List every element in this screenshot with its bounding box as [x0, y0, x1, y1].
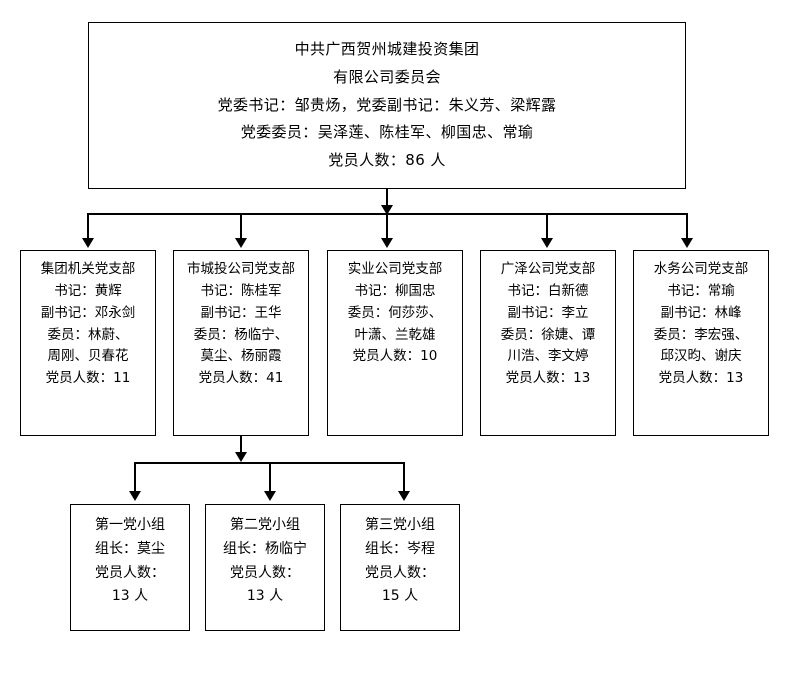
root-line-member-count: 党员人数：86 人 [328, 151, 446, 170]
branch-2-secretary: 书记：柳国忠 [354, 282, 436, 299]
connector-branch-arrow-2 [381, 238, 393, 248]
connector-group-stem [240, 436, 242, 460]
branch-4-deputy: 副书记：林峰 [660, 304, 742, 321]
branch-4-secretary: 书记：常瑜 [667, 282, 735, 299]
branch-0-deputy: 副书记：邓永剑 [40, 304, 136, 321]
connector-branch-arrow-3 [541, 238, 553, 248]
branch-3-members-a: 委员：徐婕、谭 [500, 326, 596, 343]
connector-group-drop-0 [134, 462, 136, 492]
group-1-leader: 组长：杨临宁 [223, 540, 307, 557]
branch-1-deputy: 副书记：王华 [200, 304, 282, 321]
branch-0-members-a: 委员：林蔚、 [47, 326, 129, 343]
group-0-count-value: 13 人 [111, 588, 149, 605]
branch-2-members-a: 委员：何莎莎、 [347, 304, 443, 321]
connector-branch-drop-3 [546, 213, 548, 240]
connector-group-arrow-2 [398, 491, 410, 501]
group-1-count-label: 党员人数： [230, 564, 300, 581]
group-2-count-value: 15 人 [381, 588, 419, 605]
branch-3-title: 广泽公司党支部 [500, 261, 596, 277]
branch-3-member-count: 党员人数：13 [505, 370, 591, 387]
connector-group-drop-2 [403, 462, 405, 492]
group-0-leader: 组长：莫尘 [95, 540, 165, 557]
connector-branch-drop-1 [240, 213, 242, 240]
connector-group-drop-1 [269, 462, 271, 492]
connector-group-arrow-0 [129, 491, 141, 501]
branch-3-secretary: 书记：白新德 [507, 282, 589, 299]
branch-1-members-b: 莫尘、杨丽霞 [200, 348, 282, 365]
branch-2-member-count: 党员人数：10 [352, 348, 438, 365]
group-2-title: 第三党小组 [365, 517, 435, 533]
branch-box-guangze[interactable]: 广泽公司党支部 书记：白新德 副书记：李立 委员：徐婕、谭 川浩、李文婷 党员人… [480, 250, 616, 436]
connector-branch-arrow-4 [681, 238, 693, 248]
branch-3-deputy: 副书记：李立 [507, 304, 589, 321]
branch-1-title: 市城投公司党支部 [187, 261, 295, 277]
branch-box-city-investment[interactable]: 市城投公司党支部 书记：陈桂军 副书记：王华 委员：杨临宁、 莫尘、杨丽霞 党员… [173, 250, 309, 436]
group-1-title: 第二党小组 [230, 517, 300, 533]
group-0-count-label: 党员人数： [95, 564, 165, 581]
branch-4-members-b: 邱汉昀、谢庆 [660, 348, 742, 365]
root-line-2: 有限公司委员会 [333, 67, 441, 86]
connector-branch-drop-0 [87, 213, 89, 240]
root-line-secretaries: 党委书记：邹贵炀，党委副书记：朱义芳、梁辉露 [217, 95, 557, 114]
branch-0-title: 集团机关党支部 [40, 261, 136, 277]
root-party-committee-box[interactable]: 中共广西贺州城建投资集团 有限公司委员会 党委书记：邹贵炀，党委副书记：朱义芳、… [88, 22, 686, 189]
branch-box-group-headquarters[interactable]: 集团机关党支部 书记：黄辉 副书记：邓永剑 委员：林蔚、 周刚、贝春花 党员人数… [20, 250, 156, 436]
branch-4-member-count: 党员人数：13 [658, 370, 744, 387]
connector-group-stem-arrow [235, 452, 247, 462]
branch-0-members-b: 周刚、贝春花 [47, 348, 129, 365]
connector-branch-drop-4 [686, 213, 688, 240]
branch-4-members-a: 委员：李宏强、 [653, 326, 749, 343]
group-2-count-label: 党员人数： [365, 564, 435, 581]
branch-4-title: 水务公司党支部 [653, 261, 749, 277]
root-line-members: 党委委员：吴泽莲、陈桂军、柳国忠、常瑜 [240, 123, 534, 142]
branch-box-water-affairs[interactable]: 水务公司党支部 书记：常瑜 副书记：林峰 委员：李宏强、 邱汉昀、谢庆 党员人数… [633, 250, 769, 436]
branch-box-industrial[interactable]: 实业公司党支部 书记：柳国忠 委员：何莎莎、 叶潇、兰乾雄 党员人数：10 [327, 250, 463, 436]
party-group-box-first[interactable]: 第一党小组 组长：莫尘 党员人数： 13 人 [70, 504, 190, 631]
branch-0-secretary: 书记：黄辉 [54, 282, 122, 299]
root-line-1: 中共广西贺州城建投资集团 [294, 40, 480, 59]
branch-0-member-count: 党员人数：11 [45, 370, 131, 387]
connector-root-stem [386, 189, 388, 213]
branch-1-members-a: 委员：杨临宁、 [193, 326, 289, 343]
branch-2-title: 实业公司党支部 [347, 261, 443, 277]
branch-2-members-b: 叶潇、兰乾雄 [354, 326, 436, 343]
branch-1-secretary: 书记：陈桂军 [200, 282, 282, 299]
connector-group-arrow-1 [264, 491, 276, 501]
branch-1-member-count: 党员人数：41 [198, 370, 284, 387]
party-group-box-second[interactable]: 第二党小组 组长：杨临宁 党员人数： 13 人 [205, 504, 325, 631]
branch-3-members-b: 川浩、李文婷 [507, 348, 589, 365]
connector-root-stem-arrow [381, 205, 393, 215]
group-0-title: 第一党小组 [95, 517, 165, 533]
group-1-count-value: 13 人 [246, 588, 284, 605]
connector-branch-drop-2 [386, 213, 388, 240]
party-group-box-third[interactable]: 第三党小组 组长：岑程 党员人数： 15 人 [340, 504, 460, 631]
connector-branch-arrow-1 [235, 238, 247, 248]
group-2-leader: 组长：岑程 [365, 540, 435, 557]
connector-branch-arrow-0 [82, 238, 94, 248]
